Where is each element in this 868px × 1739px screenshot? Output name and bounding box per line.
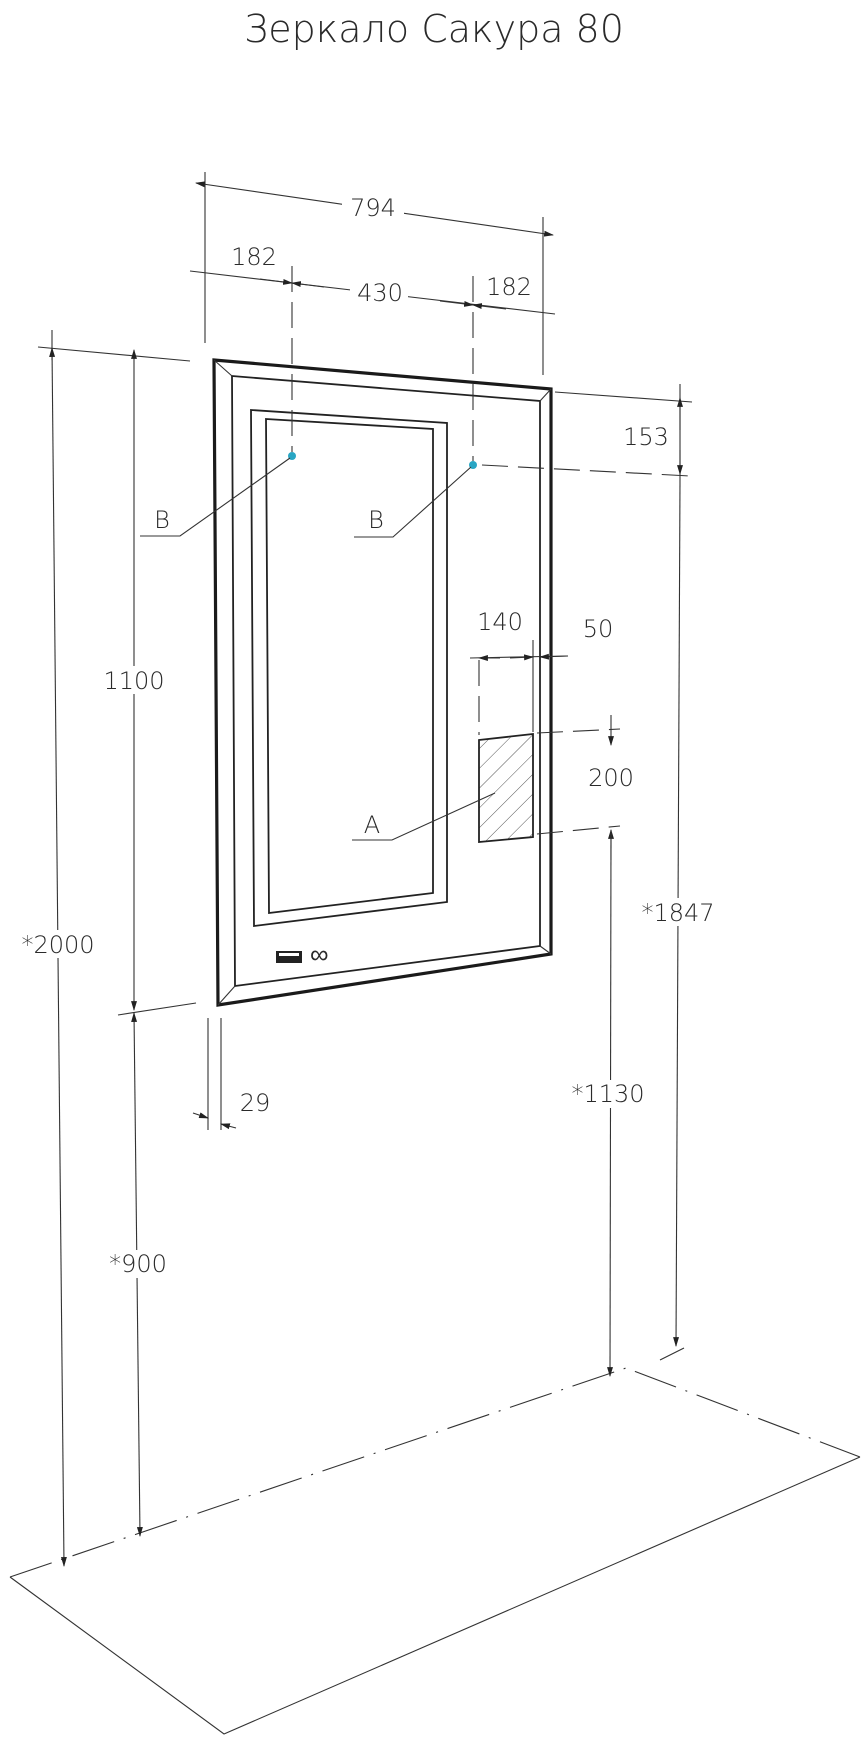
label-a: A — [364, 811, 380, 839]
dim-overall-width: 794 — [195, 181, 554, 237]
dim-depth: 29 — [192, 1089, 271, 1130]
dim-depth-value: 29 — [240, 1089, 271, 1117]
dim-right-height: *1847 — [636, 479, 726, 1361]
dim-box-height-value: 200 — [588, 764, 634, 792]
dim-box-bottom-height: *1130 — [566, 829, 656, 1377]
dim-mirror-height-value: 1100 — [103, 667, 164, 695]
dim-right-height-value: *1847 — [641, 899, 714, 927]
dim-overall-width-value: 794 — [350, 194, 396, 222]
dim-mount-height: *2000 — [18, 330, 102, 1567]
dim-right-offset-value: 182 — [486, 273, 532, 301]
dim-top-offset-value: 153 — [623, 423, 669, 451]
dim-mirror-height: 1100 — [98, 349, 170, 1011]
dim-center-span-value: 430 — [357, 279, 403, 307]
dim-box-side-offset-value: 50 — [583, 615, 614, 643]
floor-plane — [9, 1367, 861, 1735]
dim-bottom-height: *900 — [100, 1012, 180, 1537]
dim-top-offset: 153 — [623, 384, 683, 480]
label-b-right: B — [368, 506, 384, 534]
dim-mount-height-value: *2000 — [21, 931, 94, 959]
dim-box-width-value: 140 — [477, 608, 523, 636]
display-icon — [276, 951, 302, 963]
mirror-frame — [212, 358, 553, 1007]
dim-bottom-height-value: *900 — [109, 1250, 167, 1278]
socket-zone — [478, 732, 534, 843]
dim-box-bottom-height-value: *1130 — [571, 1080, 644, 1108]
leader-b-left: B — [140, 457, 291, 537]
dim-left-offset-value: 182 — [231, 243, 277, 271]
extension-lines — [37, 172, 693, 1130]
leader-b-right: B — [354, 466, 472, 538]
leader-a: A — [352, 792, 496, 841]
page-title: Зеркало Сакура 80 — [244, 7, 624, 51]
dim-box-width: 140 50 — [469, 608, 614, 661]
dim-mount-spacing: 182 430 182 — [189, 243, 556, 315]
infinity-icon: ∞ — [310, 940, 329, 970]
label-b-left: B — [154, 506, 170, 534]
